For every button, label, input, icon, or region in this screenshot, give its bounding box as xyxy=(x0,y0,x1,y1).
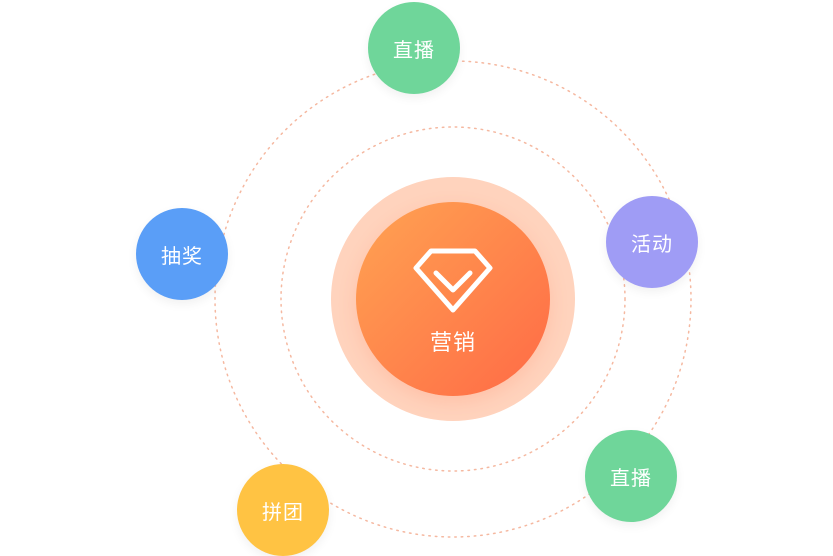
diamond-chevron-icon xyxy=(413,248,493,313)
node-label: 活动 xyxy=(631,231,673,256)
center-label: 营销 xyxy=(429,331,476,356)
node-label: 拼团 xyxy=(262,499,304,524)
node-label: 直播 xyxy=(610,465,652,490)
outer-orbit-ring xyxy=(214,60,692,538)
inner-orbit-ring xyxy=(280,126,626,472)
node-label: 抽奖 xyxy=(161,243,203,268)
center-node[interactable] xyxy=(356,202,550,396)
node-group-buy[interactable]: 拼团 xyxy=(237,464,329,556)
node-label: 直播 xyxy=(393,37,435,62)
node-live-top[interactable]: 直播 xyxy=(368,2,460,94)
node-activity[interactable]: 活动 xyxy=(606,196,698,288)
node-lottery[interactable]: 抽奖 xyxy=(136,208,228,300)
node-live-bottom[interactable]: 直播 xyxy=(585,430,677,522)
